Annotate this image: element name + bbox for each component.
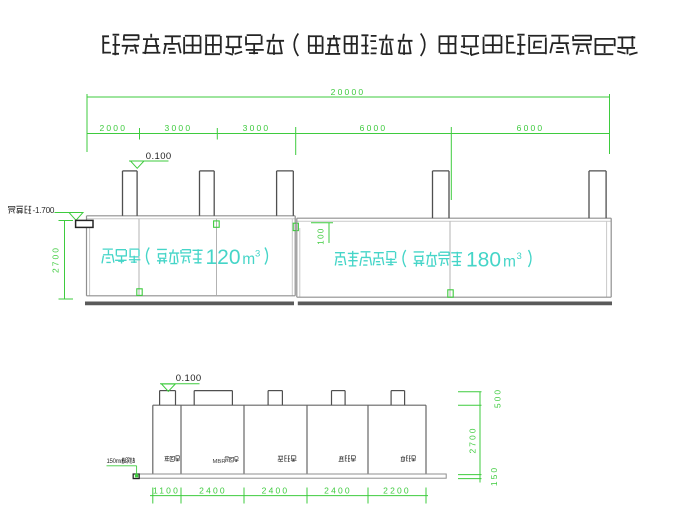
- svg-text:3: 3: [517, 251, 522, 262]
- svg-text:2700: 2700: [51, 246, 61, 273]
- svg-text:0.100: 0.100: [176, 373, 202, 384]
- svg-text:20000: 20000: [331, 87, 366, 97]
- svg-text:2200: 2200: [383, 485, 411, 495]
- svg-text:2400: 2400: [324, 485, 352, 495]
- svg-text:-1.700: -1.700: [33, 206, 55, 215]
- svg-text:150mm: 150mm: [107, 459, 126, 465]
- svg-text:2000: 2000: [99, 123, 127, 133]
- svg-text:6000: 6000: [360, 123, 388, 133]
- svg-text:m: m: [242, 251, 255, 268]
- svg-text:1100: 1100: [153, 485, 180, 495]
- svg-text:2400: 2400: [199, 485, 227, 495]
- svg-text:2400: 2400: [262, 485, 290, 495]
- svg-text:150: 150: [489, 466, 499, 486]
- svg-text:180: 180: [466, 249, 501, 272]
- svg-text:MBR: MBR: [213, 459, 226, 465]
- svg-text:3000: 3000: [165, 123, 193, 133]
- svg-text:120: 120: [206, 246, 241, 269]
- svg-text:3000: 3000: [243, 123, 271, 133]
- svg-text:100: 100: [317, 227, 326, 245]
- svg-text:3: 3: [255, 249, 260, 260]
- svg-text:0.100: 0.100: [146, 151, 172, 162]
- svg-text:2700: 2700: [468, 427, 478, 454]
- svg-text:500: 500: [493, 388, 503, 408]
- svg-text:m: m: [503, 254, 516, 271]
- svg-text:6000: 6000: [517, 123, 545, 133]
